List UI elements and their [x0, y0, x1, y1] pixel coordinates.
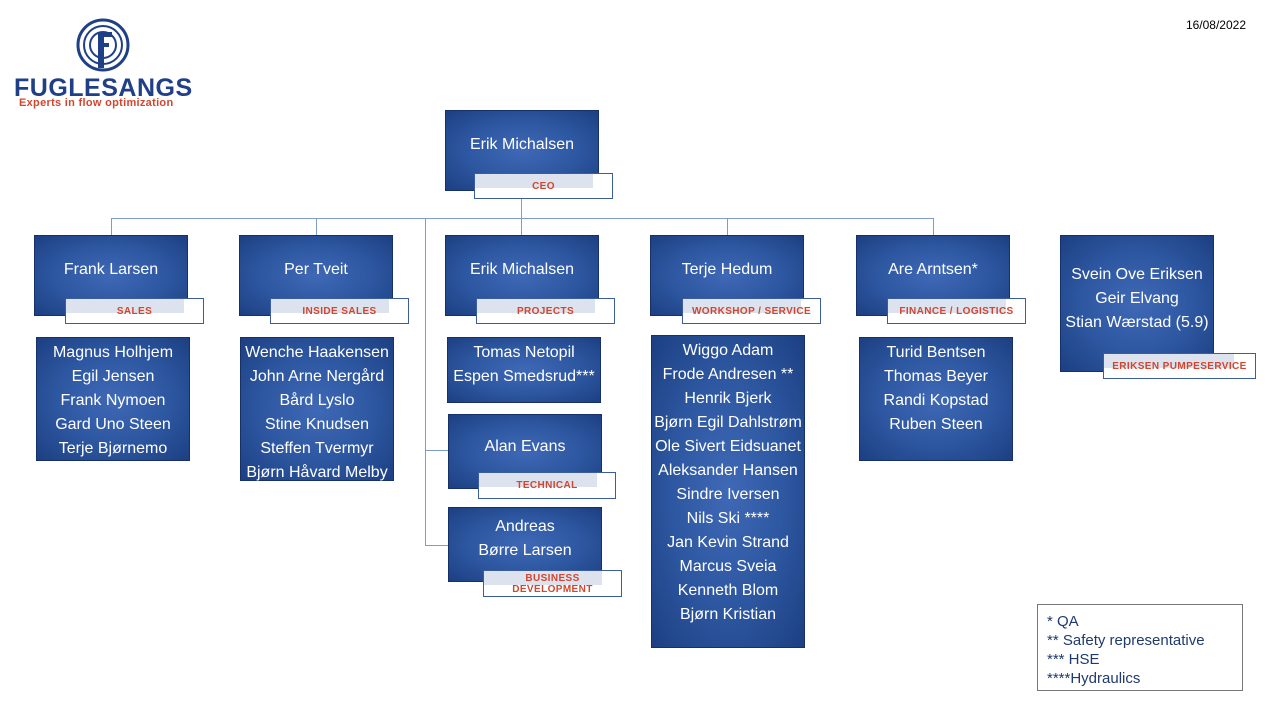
- member-name: Wenche Haakensen: [245, 344, 389, 361]
- member-name: Espen Smedsrud***: [453, 368, 595, 385]
- eriksen-member-name: Stian Wærstad (5.9): [1065, 314, 1209, 331]
- member-name: Terje Bjørnemo: [58, 440, 168, 457]
- connector-sales: [111, 218, 112, 236]
- dept-head-name: Are Arntsen*: [888, 261, 978, 278]
- member-name: Bjørn Egil Dahlstrøm: [654, 414, 802, 431]
- member-name: Thomas Beyer: [883, 368, 989, 385]
- eriksen-role: ERIKSEN PUMPESERVICE: [1112, 360, 1247, 372]
- legend-item: * QA: [1047, 613, 1079, 630]
- dept-role: WORKSHOP / SERVICE: [691, 305, 812, 317]
- technical-role: TECHNICAL: [516, 480, 578, 491]
- member-name: Frank Nymoen: [60, 392, 166, 409]
- dept-role-tag-workshop: WORKSHOP / SERVICE: [682, 298, 821, 324]
- business-name-line1: Andreas: [495, 518, 555, 535]
- connector-business: [425, 545, 448, 546]
- legend-box: * QA ** Safety representative *** HSE **…: [1037, 604, 1243, 691]
- dept-members-finance: Turid Bentsen Thomas Beyer Randi Kopstad…: [859, 337, 1013, 461]
- member-name: Bjørn Håvard Melby: [246, 464, 388, 481]
- dept-members-workshop: Wiggo Adam Frode Andresen ** Henrik Bjer…: [651, 335, 805, 648]
- connector-projects: [521, 218, 522, 236]
- fuglesangs-logo-icon: [76, 18, 130, 72]
- eriksen-member-name: Svein Ove Eriksen: [1071, 266, 1203, 283]
- member-name: Magnus Holhjem: [52, 344, 174, 361]
- member-name: Tomas Netopil: [473, 344, 575, 361]
- dept-role: PROJECTS: [516, 305, 575, 317]
- connector-staff-vertical: [425, 218, 426, 546]
- member-name: John Arne Nergård: [249, 368, 385, 385]
- member-name: Jan Kevin Strand: [667, 534, 789, 551]
- member-name: Sindre Iversen: [676, 486, 780, 503]
- ceo-role-tag: CEO: [474, 173, 613, 199]
- member-name: Stine Knudsen: [264, 416, 370, 433]
- member-name: Turid Bentsen: [886, 344, 986, 361]
- connector-horizontal-bus: [111, 218, 934, 219]
- member-name: Wiggo Adam: [682, 342, 774, 359]
- member-name: Kenneth Blom: [677, 582, 779, 599]
- member-name: Marcus Sveia: [679, 558, 777, 575]
- dept-head-name: Erik Michalsen: [469, 261, 575, 278]
- dept-head-name: Terje Hedum: [681, 261, 773, 278]
- eriksen-member-name: Geir Elvang: [1095, 290, 1179, 307]
- connector-finance: [933, 218, 934, 236]
- member-name: Gard Uno Steen: [55, 416, 171, 433]
- dept-members-sales: Magnus Holhjem Egil Jensen Frank Nymoen …: [36, 337, 190, 461]
- ceo-role: CEO: [532, 180, 555, 192]
- logo-tagline: Experts in flow optimization: [19, 97, 174, 109]
- dept-role-tag-projects: PROJECTS: [476, 298, 615, 324]
- legend-item: *** HSE: [1047, 651, 1100, 668]
- business-role-line2: DEVELOPMENT: [512, 583, 593, 595]
- dept-role: INSIDE SALES: [302, 305, 377, 317]
- member-name: Frode Andresen **: [662, 366, 794, 383]
- dept-role-tag-finance: FINANCE / LOGISTICS: [887, 298, 1026, 324]
- dept-role: SALES: [116, 305, 153, 317]
- connector-workshop: [727, 218, 728, 236]
- business-role-tag: BUSINESS DEVELOPMENT: [483, 570, 622, 597]
- eriksen-role-tag: ERIKSEN PUMPESERVICE: [1103, 353, 1256, 379]
- member-name: Nils Ski ****: [686, 510, 770, 527]
- member-name: Ole Sivert Eidsuanet: [655, 438, 801, 455]
- connector-technical: [425, 450, 448, 451]
- member-name: Steffen Tvermyr: [260, 440, 374, 457]
- legend-item: ****Hydraulics: [1047, 670, 1141, 687]
- connector-ceo-vertical: [521, 199, 522, 219]
- business-name-line2: Børre Larsen: [478, 542, 572, 559]
- dept-head-name: Per Tveit: [284, 261, 348, 278]
- dept-members-projects: Tomas Netopil Espen Smedsrud***: [447, 337, 601, 403]
- member-name: Ruben Steen: [889, 416, 983, 433]
- dept-members-inside-sales: Wenche Haakensen John Arne Nergård Bård …: [240, 337, 394, 481]
- member-name: Aleksander Hansen: [658, 462, 798, 479]
- logo-name: FUGLESANGS: [14, 74, 193, 102]
- technical-name: Alan Evans: [484, 438, 566, 455]
- business-role-line1: BUSINESS: [525, 572, 580, 584]
- member-name: Henrik Bjerk: [684, 390, 772, 407]
- eriksen-box: Svein Ove Eriksen Geir Elvang Stian Wærs…: [1060, 235, 1214, 372]
- ceo-name: Erik Michalsen: [469, 136, 575, 153]
- connector-inside-sales: [316, 218, 317, 236]
- member-name: Randi Kopstad: [883, 392, 989, 409]
- dept-role-tag-inside-sales: INSIDE SALES: [270, 298, 409, 324]
- dept-head-name: Frank Larsen: [63, 261, 159, 278]
- member-name: Bård Lyslo: [279, 392, 355, 409]
- date-label: 16/08/2022: [1185, 18, 1246, 32]
- technical-role-tag: TECHNICAL: [478, 472, 616, 499]
- member-name: Bjørn Kristian: [679, 606, 777, 623]
- dept-role: FINANCE / LOGISTICS: [899, 305, 1014, 317]
- legend-item: ** Safety representative: [1047, 632, 1205, 649]
- dept-role-tag-sales: SALES: [65, 298, 204, 324]
- member-name: Egil Jensen: [71, 368, 155, 385]
